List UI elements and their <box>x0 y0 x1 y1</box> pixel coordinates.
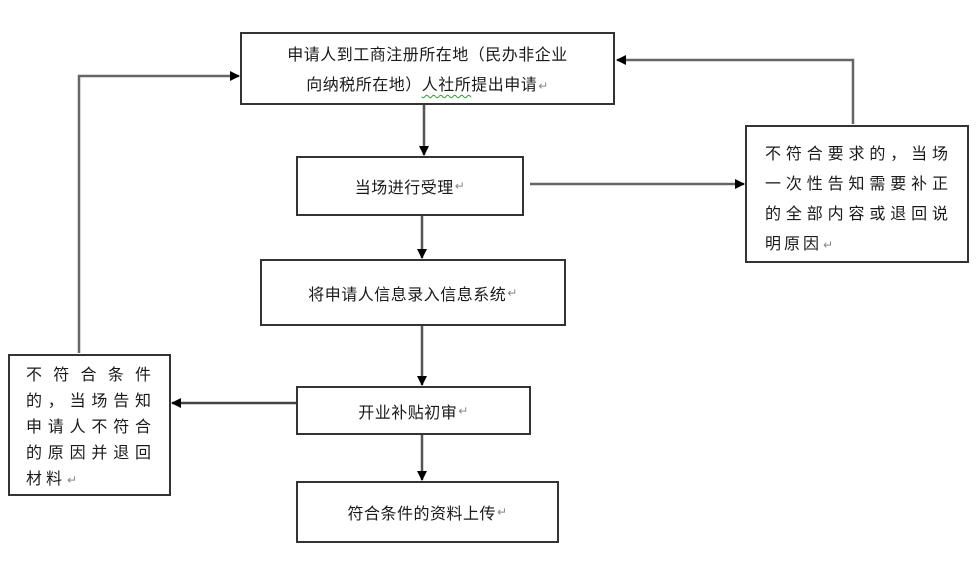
node-initial-review: 开业补贴初审↵ <box>296 386 531 435</box>
paragraph-mark-icon: ↵ <box>823 238 837 252</box>
node-apply-line2-pre: 向纳税所在地） <box>306 75 422 94</box>
node-reject-supplement-line: 的全部内容或退回说 <box>765 204 951 223</box>
node-reject-return-line: 的，当场告知 <box>26 391 155 410</box>
node-reject-return-line: 材料 <box>26 469 67 488</box>
node-apply-line2-post: 提出申请 <box>471 75 538 94</box>
node-reject-return-line: 不符合条件 <box>26 365 155 384</box>
node-reject-return-line: 申请人不符合 <box>26 417 155 436</box>
paragraph-mark-icon: ↵ <box>454 179 466 193</box>
node-initial-review-label: 开业补贴初审 <box>358 402 458 422</box>
spellcheck-underlined-text: 人社所 <box>421 75 472 94</box>
paragraph-mark-icon: ↵ <box>67 473 82 487</box>
node-reject-return-line: 的原因并退回 <box>26 443 155 462</box>
node-enter-info: 将申请人信息录入信息系统↵ <box>260 259 566 326</box>
node-apply-line1: 申请人到工商注册所在地（民办非企业 <box>287 45 568 64</box>
node-reject-supplement-line-last: 明原因↵ <box>765 229 951 260</box>
node-reject-return-line-last: 材料↵ <box>26 466 155 493</box>
node-reject-supplement: 不符合要求的，当场 一次性告知需要补正 的全部内容或退回说 明原因↵ <box>745 125 969 263</box>
node-reject-return: 不符合条件 的，当场告知 申请人不符合 的原因并退回 材料↵ <box>8 354 171 496</box>
node-reject-supplement-line: 一次性告知需要补正 <box>765 174 951 193</box>
paragraph-mark-icon: ↵ <box>538 79 549 93</box>
node-reject-supplement-line: 明原因 <box>765 234 823 253</box>
edge-reject-return-to-apply <box>77 71 240 353</box>
node-enter-info-label: 将申请人信息录入信息系统 <box>308 284 507 304</box>
node-upload: 符合条件的资料上传↵ <box>296 481 559 543</box>
edge-reject-supplement-to-apply <box>616 55 855 124</box>
node-reject-supplement-line: 不符合要求的，当场 <box>765 144 951 163</box>
node-accept-label: 当场进行受理 <box>354 178 454 197</box>
paragraph-mark-icon: ↵ <box>507 285 518 300</box>
paragraph-mark-icon: ↵ <box>496 505 508 519</box>
node-accept: 当场进行受理↵ <box>296 156 524 216</box>
paragraph-mark-icon: ↵ <box>458 403 469 418</box>
node-upload-label: 符合条件的资料上传 <box>347 504 496 523</box>
node-apply-line2: 向纳税所在地）人社所提出申请↵ <box>246 70 609 101</box>
node-apply: 申请人到工商注册所在地（民办非企业 向纳税所在地）人社所提出申请↵ <box>240 32 615 105</box>
